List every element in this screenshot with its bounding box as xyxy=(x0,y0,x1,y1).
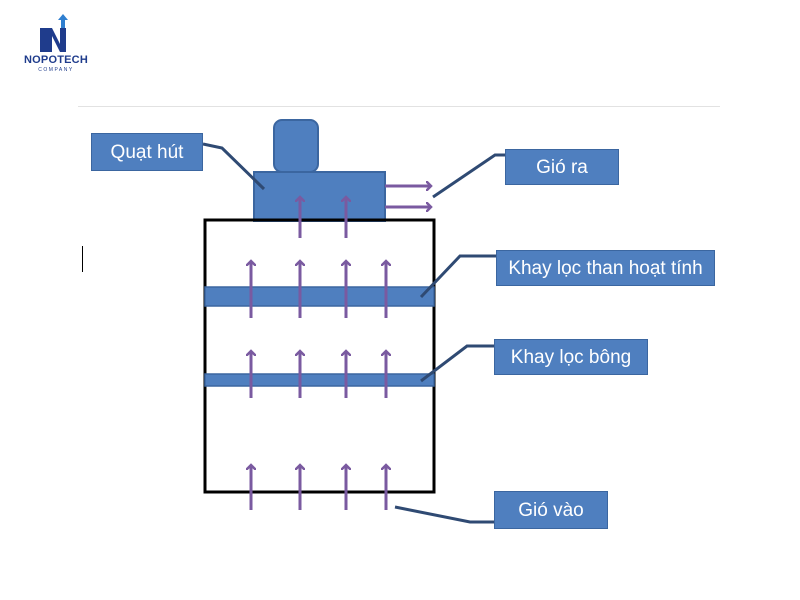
cotton-filter-tray xyxy=(204,373,435,387)
company-logo: NOPOTECH COMPANY xyxy=(18,8,94,74)
connector-air-in xyxy=(394,505,494,524)
label-air-out: Gió ra xyxy=(505,149,619,185)
filter-cabinet xyxy=(203,218,436,494)
connector-air-out xyxy=(432,153,505,199)
label-fan: Quạt hút xyxy=(91,133,203,171)
label-cotton-tray: Khay lọc bông xyxy=(494,339,648,375)
logo-subtitle: COMPANY xyxy=(38,67,74,73)
text-cursor xyxy=(82,246,83,272)
label-air-in: Gió vào xyxy=(494,491,608,529)
connector-carbon-tray xyxy=(419,254,496,299)
page-divider xyxy=(78,106,720,107)
fan-motor xyxy=(273,119,319,173)
connector-cotton-tray xyxy=(420,344,494,383)
label-carbon-tray: Khay lọc than hoạt tính xyxy=(496,250,715,286)
logo-mark xyxy=(40,14,68,52)
fan-housing xyxy=(253,171,386,222)
logo-name: NOPOTECH xyxy=(24,54,88,66)
carbon-filter-tray xyxy=(204,286,435,307)
connector-fan xyxy=(202,142,266,191)
